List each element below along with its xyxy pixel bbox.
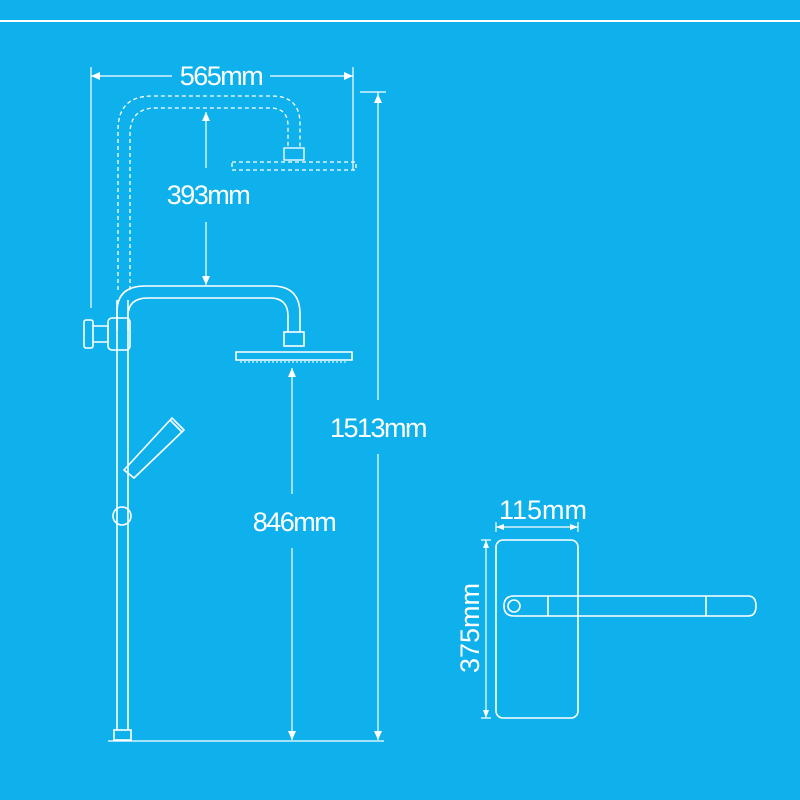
shower-arm	[116, 285, 301, 332]
panel-height-dimension-label: 375mm	[455, 583, 485, 673]
panel-height-dimension	[481, 539, 491, 719]
panel-width-dimension	[495, 522, 579, 532]
hand-shower-slider	[112, 506, 132, 526]
head-height-dimension	[288, 368, 296, 740]
mixer-panel	[495, 539, 579, 719]
arm-drop-dimension-label: 393mm	[167, 180, 250, 210]
head-height-dimension-label: 846mm	[253, 507, 336, 537]
raised-shower-arm-outline	[117, 95, 357, 290]
total-height-dimension	[360, 91, 386, 740]
width-dimension	[90, 67, 354, 308]
width-dimension-label: 565mm	[180, 61, 263, 91]
hand-shower	[122, 416, 186, 480]
mixer-handle	[503, 595, 757, 617]
panel-width-dimension-label: 115mm	[499, 495, 587, 525]
total-height-dimension-label: 1513mm	[330, 413, 426, 443]
diverter-knob	[83, 317, 131, 351]
shower-head	[235, 331, 353, 363]
raised-shower-head-connector	[283, 147, 305, 161]
arm-drop-dimension	[202, 112, 210, 285]
shower-column	[113, 300, 132, 741]
